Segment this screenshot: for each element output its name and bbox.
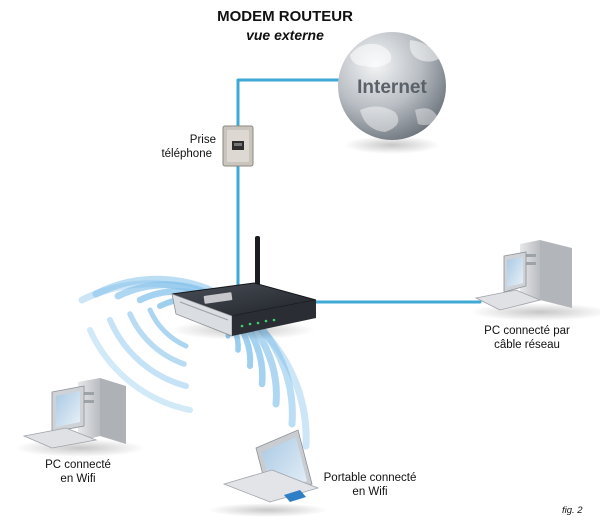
cable-internet-to-jack — [236, 78, 347, 127]
laptop-wifi-label: Portable connecté en Wifi — [300, 471, 440, 499]
pc-wifi-label-line1: PC connecté — [45, 459, 111, 471]
pc-wifi-label-line2: en Wifi — [60, 473, 96, 485]
pc-wifi-label: PC connecté en Wifi — [18, 458, 138, 486]
router-icon — [171, 236, 317, 340]
phone-jack-label-line2: téléphone — [161, 148, 212, 160]
laptop-wifi-label-line1: Portable connecté — [323, 472, 417, 484]
pc-cable-label-line1: PC connecté par — [484, 325, 570, 337]
figure-caption: fig. 2 — [562, 505, 583, 516]
phone-jack-label-line1: Prise — [189, 134, 216, 146]
phone-jack-icon — [222, 125, 254, 167]
diagram-subtitle: vue externe — [246, 27, 324, 43]
pc-cable-label: PC connecté par câble réseau — [462, 324, 592, 352]
pc-wifi-icon — [14, 378, 146, 457]
pc-cable-label-line2: câble réseau — [494, 339, 560, 351]
phone-jack-label: Prise téléphone — [150, 133, 250, 161]
diagram-title: MODEM ROUTEUR — [217, 8, 353, 25]
laptop-wifi-icon — [208, 429, 328, 517]
pc-cable-icon — [470, 240, 600, 321]
laptop-wifi-label-line2: en Wifi — [352, 486, 388, 498]
internet-label: Internet — [357, 77, 427, 98]
internet-globe-icon — [338, 32, 446, 154]
